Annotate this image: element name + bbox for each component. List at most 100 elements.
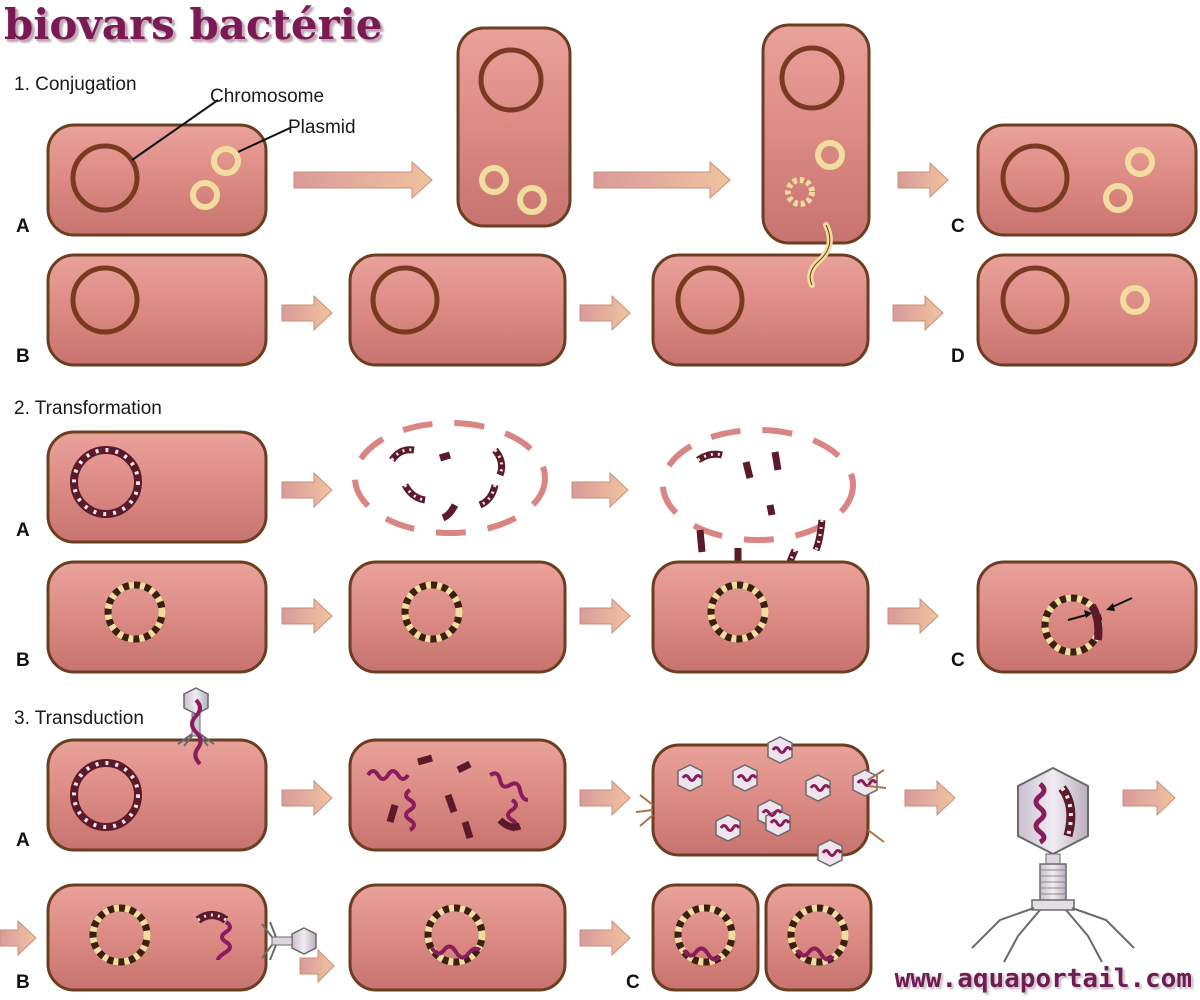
bacteriophage-attached <box>177 687 215 766</box>
chromosome-recipient-marks <box>104 581 166 643</box>
row-label-trf-c: C <box>951 650 965 671</box>
row-label-trd-c: C <box>626 972 640 993</box>
row-label-trd-b: B <box>16 972 30 993</box>
integrated-phage-dna <box>682 946 722 962</box>
conjugation-section <box>46 23 1198 367</box>
cell <box>976 123 1198 237</box>
plasmid <box>479 165 509 195</box>
chromosome-transduced-marks <box>674 904 736 966</box>
section-title-conjugation: 1. Conjugation <box>14 74 137 95</box>
section-title-transformation: 2. Transformation <box>14 398 162 419</box>
plasmid <box>211 146 241 176</box>
transduction-section <box>0 687 1176 992</box>
cell <box>651 560 870 674</box>
row-label-conj-b: B <box>16 346 30 367</box>
cell <box>46 560 268 674</box>
cell <box>46 738 268 852</box>
phage-tails <box>635 769 887 843</box>
process-arrow <box>904 779 956 817</box>
row-label-conj-c: C <box>951 216 965 237</box>
chromosome <box>675 265 745 335</box>
watermark: www.aquaportail.com <box>894 964 1192 994</box>
cell <box>976 253 1198 367</box>
process-arrow <box>299 948 335 984</box>
process-arrow <box>293 160 433 200</box>
chromosome-donor-marks <box>72 448 140 516</box>
integrated-phage-dna <box>795 946 835 962</box>
page-title: biovars bactérie <box>4 0 383 49</box>
process-arrow <box>579 597 631 635</box>
chromosome-transduced-marks <box>787 904 849 966</box>
section-title-transduction: 3. Transduction <box>14 708 144 729</box>
cell <box>348 883 567 992</box>
chromosome <box>70 143 140 213</box>
chromosome-recipient-marks <box>89 904 151 966</box>
label-plasmid: Plasmid <box>288 117 356 138</box>
lysed-cell <box>352 420 548 536</box>
process-arrow <box>281 471 333 509</box>
cell <box>651 883 760 992</box>
transformation-section <box>46 420 1198 674</box>
chromosome <box>779 45 845 111</box>
plasmid <box>815 140 845 170</box>
chromosome <box>370 265 440 335</box>
integrating-phage-dna <box>430 944 482 960</box>
process-arrow <box>571 471 629 509</box>
chromosome-pointer <box>131 99 219 161</box>
cell <box>348 253 567 367</box>
arrowhead <box>1106 603 1115 611</box>
chromosome-recipient-marks <box>401 581 463 643</box>
chromosome <box>1000 265 1070 335</box>
process-arrow <box>579 779 631 817</box>
cell <box>651 743 870 857</box>
cell <box>46 253 268 367</box>
injected-phage-dna <box>216 920 232 961</box>
chromosome-recipient-marks <box>424 904 486 966</box>
process-arrow <box>593 160 731 200</box>
incoming-arrow <box>0 919 37 957</box>
plasmid <box>190 180 220 210</box>
row-label-trf-b: B <box>16 650 30 671</box>
lysed-cell <box>660 427 856 543</box>
injected-dna-marks <box>197 913 227 922</box>
cell <box>46 883 268 992</box>
cell <box>456 26 572 228</box>
pilus-bridge-outline <box>809 224 831 286</box>
arrowhead <box>1084 610 1092 618</box>
label-chromosome: Chromosome <box>210 86 325 107</box>
transducing-phage <box>971 766 1135 963</box>
chromosome <box>478 47 544 113</box>
chromosome-donor-marks <box>72 761 140 829</box>
process-arrow <box>579 919 631 957</box>
process-arrow <box>892 294 944 332</box>
process-arrow <box>579 294 631 332</box>
cell <box>651 253 870 367</box>
process-arrow <box>887 597 939 635</box>
integrated-fragment <box>1088 603 1103 641</box>
plasmid-replicating <box>785 177 815 207</box>
packaged-dna <box>681 746 878 857</box>
cell <box>46 430 268 544</box>
cell <box>348 738 567 852</box>
cell <box>764 883 873 992</box>
process-arrow <box>281 597 333 635</box>
plasmid <box>517 185 547 215</box>
process-arrow <box>897 161 949 199</box>
plasmid-pointer <box>237 127 291 153</box>
chromosome-recipient-marks <box>707 581 769 643</box>
row-label-conj-d: D <box>951 346 965 367</box>
chromosome <box>70 265 140 335</box>
process-arrow <box>281 779 333 817</box>
dna-fragments <box>389 446 506 522</box>
row-label-trd-a: A <box>16 830 30 851</box>
process-arrow <box>281 294 333 332</box>
host-dna-fragments <box>386 754 522 840</box>
plasmid <box>1125 147 1155 177</box>
process-arrow <box>1122 779 1176 817</box>
plasmid <box>1120 285 1150 315</box>
chromosome <box>1000 143 1070 213</box>
attached-phage <box>261 921 317 961</box>
row-label-trf-a: A <box>16 520 30 541</box>
